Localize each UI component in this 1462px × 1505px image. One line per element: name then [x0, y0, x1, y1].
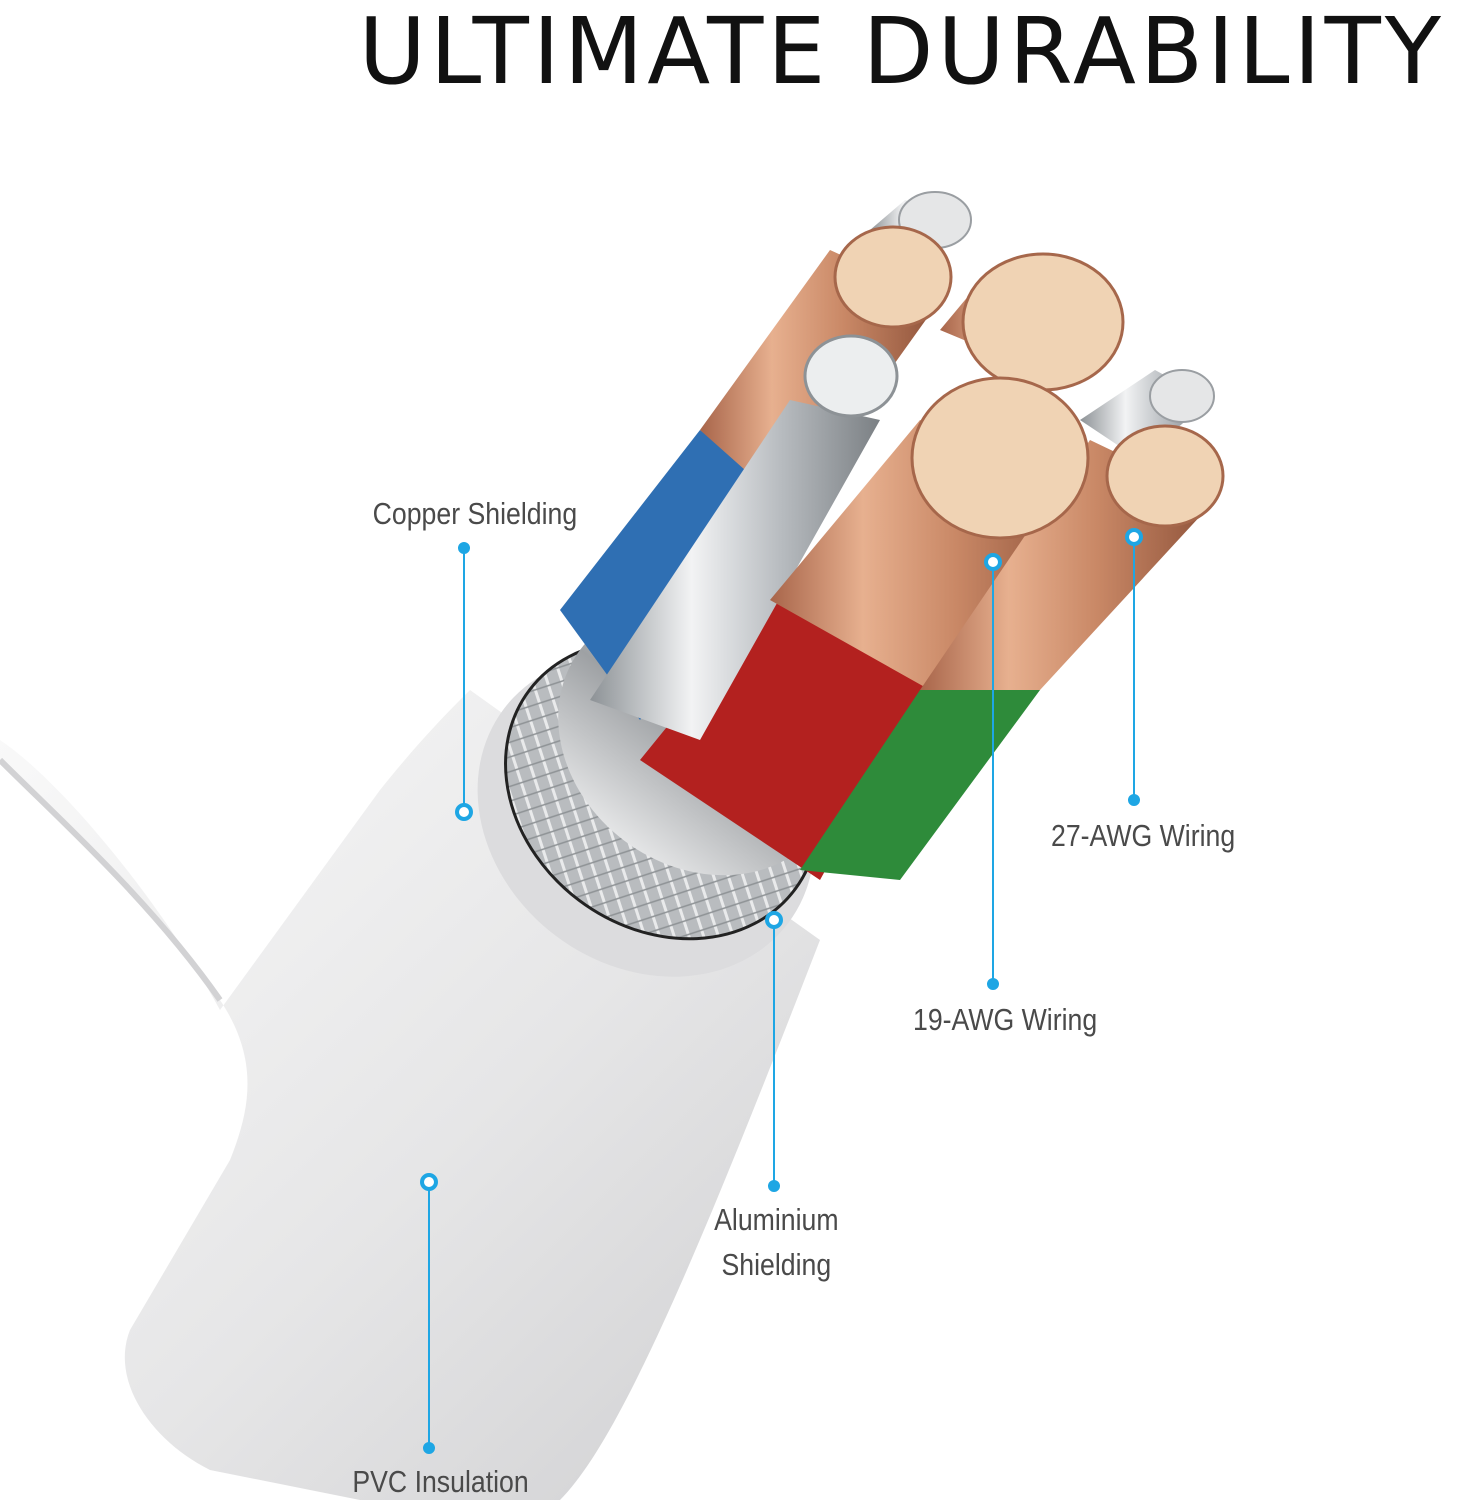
callout-label-pvc-insulation: PVC Insulation [352, 1464, 529, 1499]
wire-end-faces [803, 191, 1225, 540]
callout-label-aluminium-shielding: Aluminium Shielding [714, 1198, 838, 1288]
callout-label-aluminium-line2: Shielding [721, 1246, 832, 1282]
callout-label-copper-shielding: Copper Shielding [372, 496, 578, 531]
callout-label-27awg-wiring: 27-AWG Wiring [1050, 818, 1236, 853]
callout-label-19awg-wiring: 19-AWG Wiring [912, 1002, 1098, 1037]
page-title: ULTIMATE DURABILITY [358, 0, 1445, 105]
callout-leader-lines [420, 528, 1143, 1454]
callout-label-aluminium-line1: Aluminium [714, 1202, 839, 1237]
